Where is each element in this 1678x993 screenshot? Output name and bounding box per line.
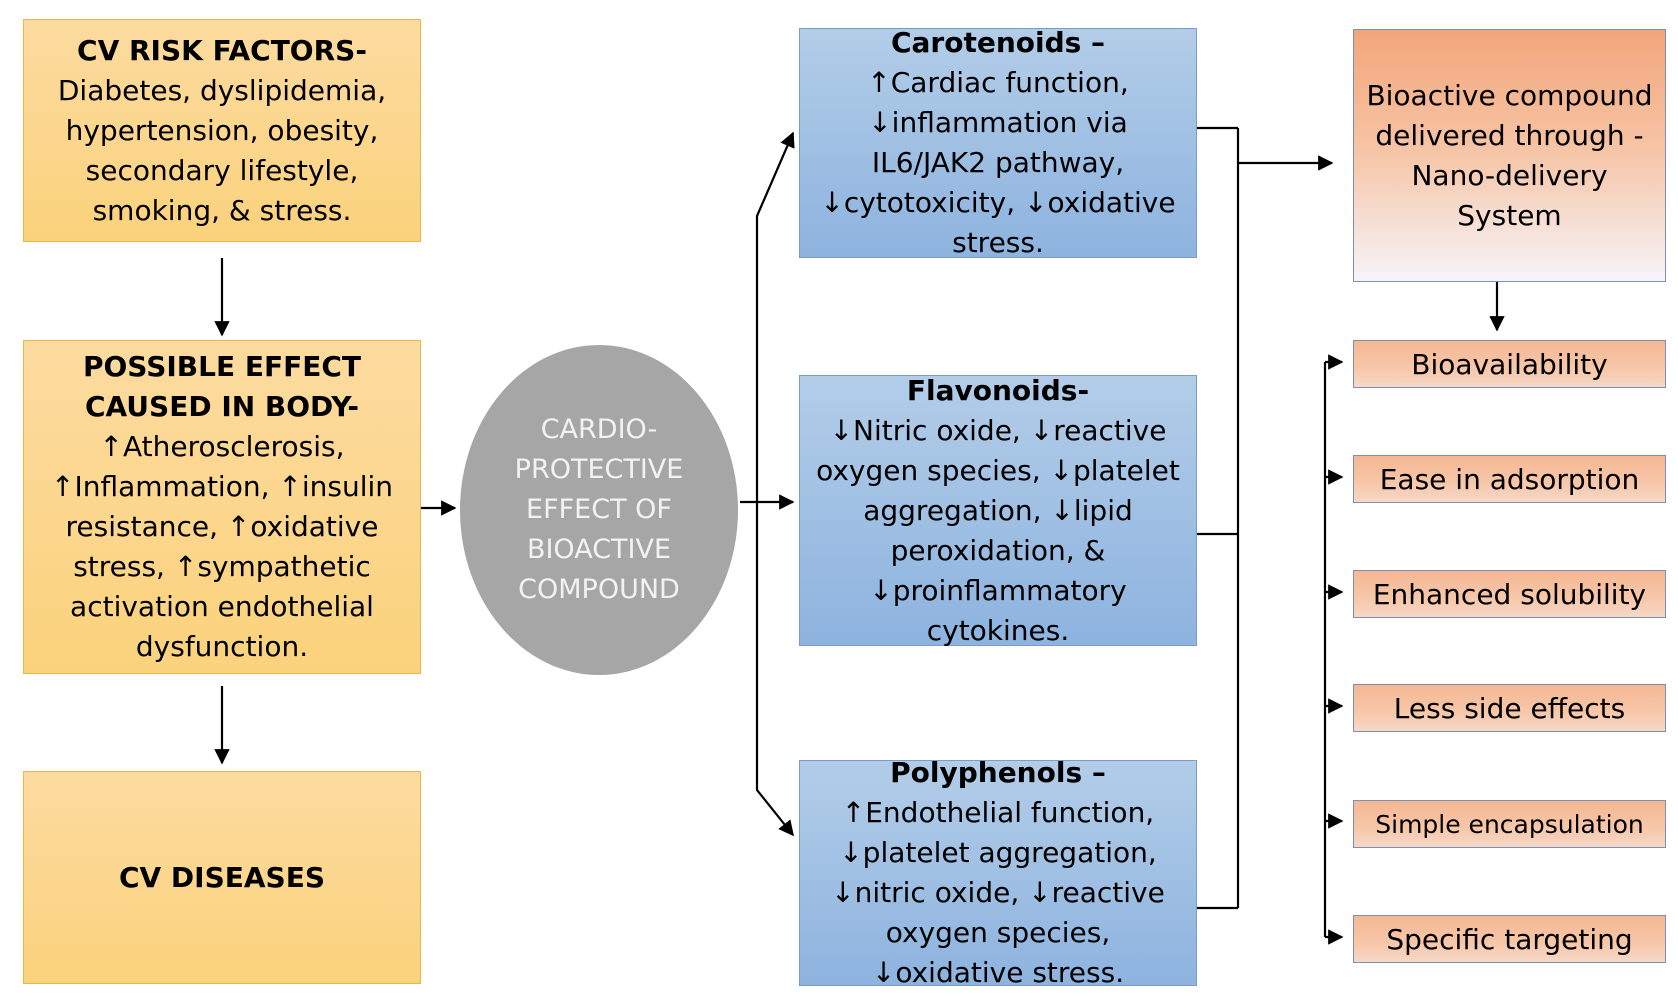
possible-effect-body: ↑Atherosclerosis, ↑Inflammation, ↑insuli… (50, 430, 394, 663)
carotenoids-heading: Carotenoids – (890, 26, 1106, 59)
polyphenols-box: Polyphenols – ↑Endothelial function, ↓pl… (799, 756, 1197, 989)
cv-diseases-label: CV DISEASES (118, 860, 326, 894)
benefit-bioavailability: Bioavailability (1353, 340, 1666, 388)
risk-factors-heading: CV RISK FACTORS- (77, 33, 367, 67)
cardio-protective-label: CARDIO-PROTECTIVE EFFECT OF BIOACTIVE CO… (514, 414, 684, 605)
cv-diseases-box: CV DISEASES (23, 771, 421, 984)
benefit-label: Bioavailability (1411, 347, 1608, 381)
nano-delivery-label: Bioactive compound delivered through - N… (1366, 78, 1653, 232)
carotenoids-box: Carotenoids – ↑Cardiac function, ↓inflam… (799, 26, 1197, 259)
benefit-ease-in-adsorption: Ease in adsorption (1353, 455, 1666, 503)
polyphenols-heading: Polyphenols – (890, 756, 1106, 789)
benefit-label: Simple encapsulation (1375, 809, 1644, 839)
benefit-label: Less side effects (1393, 691, 1626, 725)
flavonoids-box: Flavonoids- ↓Nitric oxide, ↓reactive oxy… (799, 374, 1197, 647)
polyphenols-body: ↑Endothelial function, ↓platelet aggrega… (831, 796, 1165, 989)
nano-delivery-box: Bioactive compound delivered through - N… (1353, 29, 1666, 282)
carotenoids-body: ↑Cardiac function, ↓inflammation via IL6… (820, 66, 1176, 259)
risk-factors-box: CV RISK FACTORS- Diabetes, dyslipidemia,… (23, 19, 421, 242)
arrow-center-to-polyphenols (755, 502, 794, 837)
benefit-less-side-effects: Less side effects (1353, 684, 1666, 732)
benefit-label: Enhanced solubility (1372, 577, 1647, 611)
benefit-label: Ease in adsorption (1379, 462, 1640, 496)
risk-factors-body: Diabetes, dyslipidemia, hypertension, ob… (57, 73, 387, 227)
cardio-protective-ellipse: CARDIO-PROTECTIVE EFFECT OF BIOACTIVE CO… (460, 345, 738, 675)
benefit-specific-targeting: Specific targeting (1353, 915, 1666, 963)
possible-effect-heading: POSSIBLE EFFECT CAUSED IN BODY- (82, 350, 362, 423)
flavonoids-heading: Flavonoids- (906, 373, 1090, 407)
benefit-enhanced-solubility: Enhanced solubility (1353, 570, 1666, 618)
possible-effect-box: POSSIBLE EFFECT CAUSED IN BODY- ↑Atheros… (23, 340, 421, 674)
arrow-center-to-carotenoids (755, 131, 795, 502)
benefit-label: Specific targeting (1386, 922, 1633, 956)
flavonoids-body: ↓Nitric oxide, ↓reactive oxygen species,… (816, 413, 1180, 647)
benefit-simple-encapsulation: Simple encapsulation (1353, 800, 1666, 848)
